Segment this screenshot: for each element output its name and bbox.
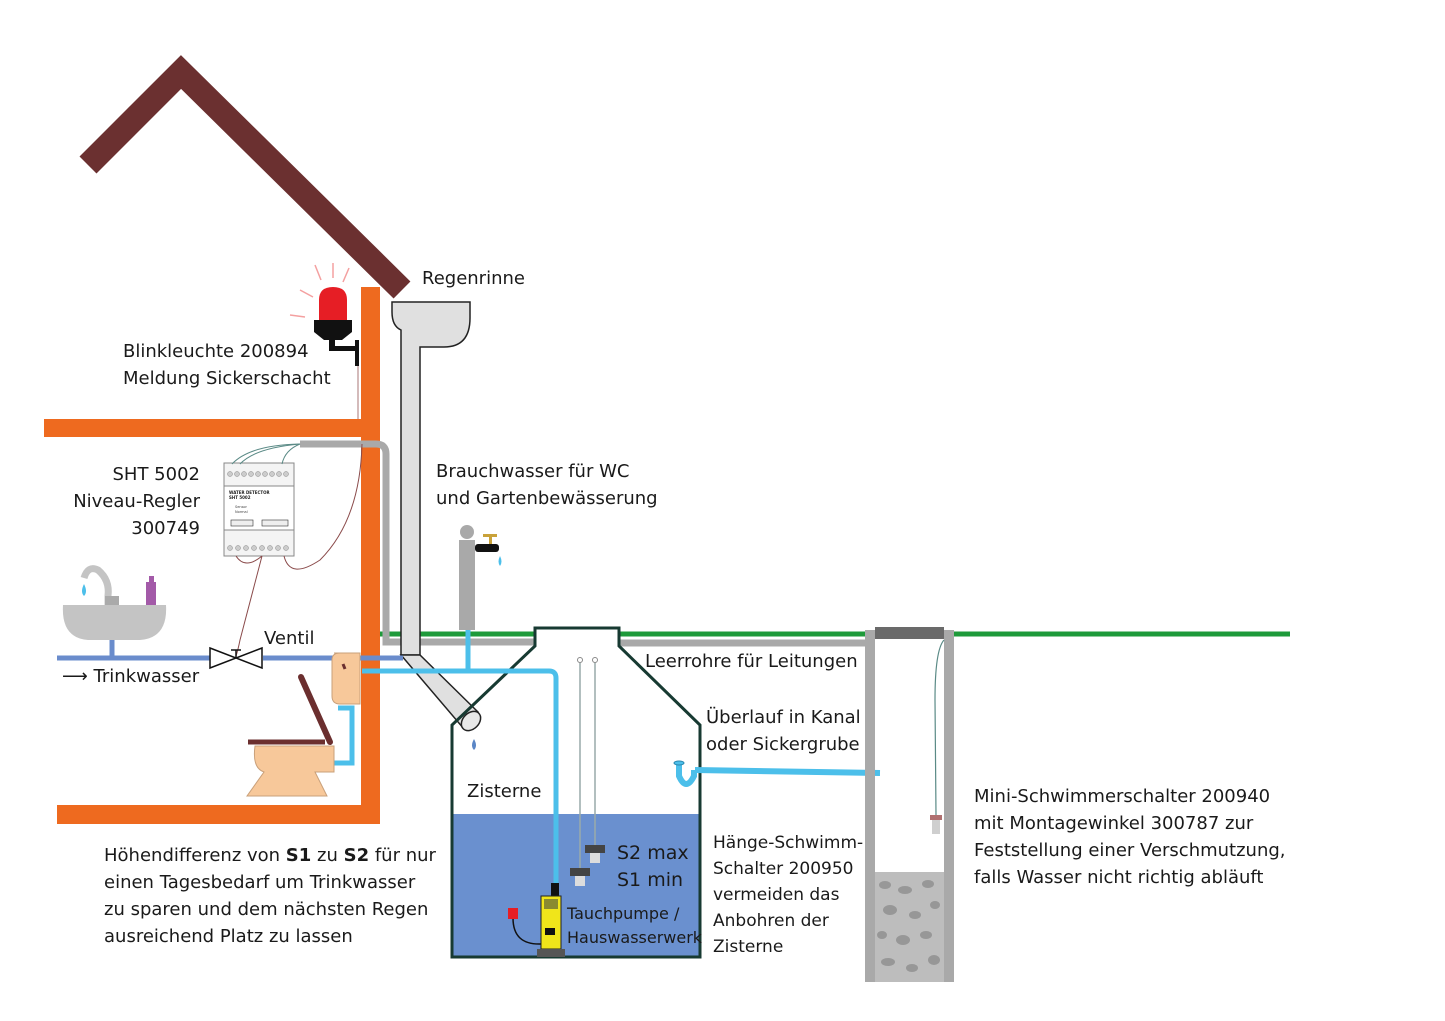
garden-tap: [459, 525, 502, 630]
hoehen-text-a: Höhendifferenz von: [104, 845, 286, 866]
hoehen-text-b: zu: [311, 845, 344, 866]
float-s2: [585, 845, 605, 853]
conduit-pipe: [300, 440, 866, 647]
label-ueberlauf-line2: oder Sickergrube: [706, 734, 860, 755]
warning-beacon: [289, 263, 359, 419]
label-haenge-line3: vermeiden das: [713, 885, 840, 905]
submersible-pump: [508, 883, 565, 957]
label-blinkleuchte: Blinkleuchte 200894 Meldung Sickerschach…: [123, 338, 331, 392]
hoehen-s1: S1: [285, 845, 312, 866]
toilet: [246, 652, 361, 797]
label-haenge-line4: Anbohren der: [713, 911, 829, 931]
controller-model: SHT 5002: [229, 495, 251, 500]
label-ueberlauf-line1: Überlauf in Kanal: [706, 707, 861, 728]
label-hoehen-line1: Höhendifferenz von S1 zu S2 für nur: [104, 842, 436, 869]
label-haenge-line1: Hänge-Schwimm-: [713, 833, 864, 853]
water-drop-icon: [472, 739, 476, 750]
label-mini-line1: Mini-Schwimmerschalter 200940: [974, 786, 1271, 807]
label-brauchwasser-line2: und Gartenbewässerung: [436, 488, 658, 509]
controller-led-sensor: Sensor: [235, 505, 248, 509]
label-haenge-line2: Schalter 200950: [713, 859, 854, 879]
label-leerrohre: Leerrohre für Leitungen: [645, 651, 858, 672]
label-brauchwasser: Brauchwasser für WC und Gartenbewässerun…: [436, 458, 658, 512]
label-blinkleuchte-line2: Meldung Sickerschacht: [123, 368, 331, 389]
house-roof: [79, 55, 411, 299]
level-controller-sht5002: WATER DETECTOR SHT 5002 Sensor Normal: [223, 443, 363, 657]
label-zisterne: Zisterne: [467, 781, 542, 802]
mini-float-switch: [930, 815, 942, 820]
controller-title: WATER DETECTOR: [229, 490, 270, 495]
label-regenrinne: Regenrinne: [422, 268, 525, 289]
label-hoehen-line2: einen Tagesbedarf um Trinkwasser: [104, 872, 416, 893]
label-blinkleuchte-line1: Blinkleuchte 200894: [123, 341, 309, 362]
label-trinkwasser-text: Trinkwasser: [93, 666, 200, 687]
label-sht-line1: SHT 5002: [112, 464, 201, 485]
arrow-right-icon: ⟶: [62, 666, 88, 687]
label-hoehendifferenz: Höhendifferenz von S1 zu S2 für nur eine…: [104, 842, 436, 950]
label-mini-line2: mit Montagewinkel 300787 zur: [974, 813, 1254, 834]
label-haenge-schwimmschalter: Hänge-Schwimm- Schalter 200950 vermeiden…: [713, 830, 863, 960]
label-mini-schwimmerschalter: Mini-Schwimmerschalter 200940 mit Montag…: [974, 783, 1286, 891]
label-sht-line3: 300749: [131, 518, 200, 539]
label-s2-max: S2 max: [617, 842, 689, 864]
overflow-pipe: [673, 760, 881, 787]
seepage-shaft: [865, 627, 954, 982]
label-brauchwasser-line1: Brauchwasser für WC: [436, 461, 630, 482]
house-walls: [44, 287, 380, 824]
label-mini-line4: falls Wasser nicht richtig abläuft: [974, 867, 1264, 888]
water-drop-icon: [498, 556, 502, 566]
label-ventil: Ventil: [264, 628, 315, 649]
label-sht5002: SHT 5002 Niveau-Regler 300749: [60, 461, 200, 542]
controller-led-normal: Normal: [235, 510, 248, 514]
label-trinkwasser: ⟶ Trinkwasser: [62, 663, 199, 690]
hoehen-text-c: für nur: [369, 845, 436, 866]
label-s1-min: S1 min: [617, 869, 684, 891]
water-drop-icon: [82, 584, 86, 596]
valve: [209, 646, 263, 670]
label-pump-line2: Hauswasserwerk: [567, 928, 703, 947]
float-s1: [570, 868, 590, 876]
label-pump: Tauchpumpe / Hauswasserwerk: [567, 902, 702, 950]
label-pump-line1: Tauchpumpe /: [567, 904, 680, 923]
hanging-float-switches: [570, 657, 605, 886]
soap-bottle: [146, 582, 156, 605]
hoehen-s2: S2: [343, 845, 370, 866]
label-mini-line3: Feststellung einer Verschmutzung,: [974, 840, 1286, 861]
label-ueberlauf: Überlauf in Kanal oder Sickergrube: [706, 704, 861, 758]
label-haenge-line5: Zisterne: [713, 937, 784, 957]
label-hoehen-line4: ausreichend Platz zu lassen: [104, 926, 353, 947]
label-sht-line2: Niveau-Regler: [73, 491, 200, 512]
label-hoehen-line3: zu sparen und dem nächsten Regen: [104, 899, 429, 920]
sink: [62, 565, 167, 640]
